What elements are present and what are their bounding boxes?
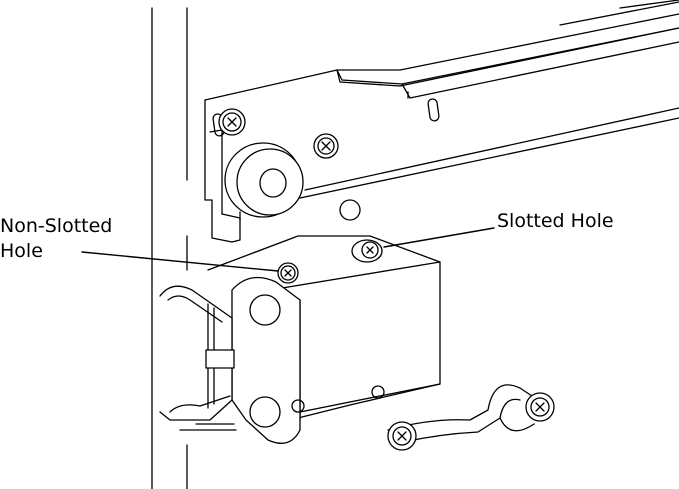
bracket-screw-lower: [313, 133, 339, 159]
latch-clip: [159, 285, 237, 431]
non-slotted-label-line1: Non-Slotted: [0, 215, 113, 237]
rail-bracket: [204, 27, 679, 243]
cable-clamp-icon: [387, 384, 555, 451]
slotted-hole-label: Slotted Hole: [497, 210, 614, 232]
non-slotted-hole-screw-icon: [277, 262, 299, 284]
rail-channel: [336, 0, 679, 99]
bracket-screw-upper: [218, 108, 246, 136]
latch-rollers: [291, 385, 385, 413]
slotted-leader-line: [383, 227, 495, 248]
non-slotted-leader-line: [81, 251, 279, 272]
frame-edges: [151, 7, 188, 489]
roller-bearing-icon: [224, 142, 304, 221]
non-slotted-label-line2: Hole: [0, 240, 43, 262]
latch-front-face: [231, 276, 301, 444]
slotted-hole-screw-icon: [351, 239, 383, 263]
